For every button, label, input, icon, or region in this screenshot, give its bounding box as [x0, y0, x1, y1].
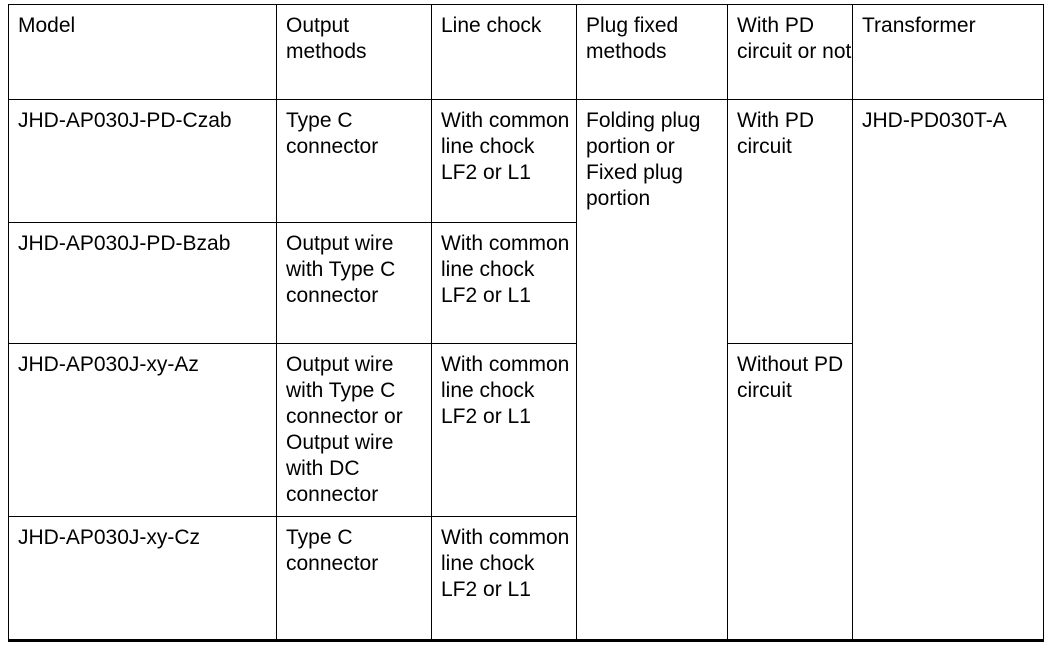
cell-transformer-merged: JHD-PD030T-A	[852, 99, 1044, 642]
cell-output-row4: Type C connector	[276, 516, 432, 642]
table-row: JHD-AP030J-xy-Az Output wire with Type C…	[8, 343, 1044, 642]
column-header-plug-fixed-methods: Plug fixed methods	[576, 4, 728, 100]
table-row: JHD-AP030J-xy-Cz Type C connector With c…	[8, 516, 1044, 642]
cell-line-chock-row2: With common line chock LF2 or L1	[431, 222, 577, 344]
column-header-model: Model	[8, 4, 277, 100]
cell-model-row4: JHD-AP030J-xy-Cz	[8, 516, 277, 642]
table-header-row: Model Output methods Line chock Plug fix…	[8, 4, 1044, 100]
cell-pd-circuit-without: Without PD circuit	[727, 343, 853, 642]
cell-line-chock-row3: With common line chock LF2 or L1	[431, 343, 577, 517]
cell-model-row2: JHD-AP030J-PD-Bzab	[8, 222, 277, 344]
column-header-line-chock: Line chock	[431, 4, 577, 100]
table-row: JHD-AP030J-PD-Bzab Output wire with Type…	[8, 222, 1044, 344]
cell-output-row1: Type C connector	[276, 99, 432, 223]
specification-table-container: Model Output methods Line chock Plug fix…	[8, 4, 1044, 642]
cell-model-row1: JHD-AP030J-PD-Czab	[8, 99, 277, 223]
column-header-transformer: Transformer	[852, 4, 1044, 100]
column-header-pd-circuit: With PD circuit or not	[727, 4, 853, 100]
cell-output-row3: Output wire with Type C connector or Out…	[276, 343, 432, 517]
power-adapter-model-specification-table: Model Output methods Line chock Plug fix…	[8, 4, 1044, 642]
table-row: JHD-AP030J-PD-Czab Type C connector With…	[8, 99, 1044, 642]
cell-pd-circuit-with: With PD circuit	[727, 99, 853, 344]
cell-line-chock-row4: With common line chock LF2 or L1	[431, 516, 577, 642]
cell-line-chock-row1: With common line chock LF2 or L1	[431, 99, 577, 223]
cell-output-row2: Output wire with Type C connector	[276, 222, 432, 344]
column-header-output-methods: Output methods	[276, 4, 432, 100]
cell-model-row3: JHD-AP030J-xy-Az	[8, 343, 277, 517]
cell-plug-fixed-methods-merged: Folding plug portion or Fixed plug porti…	[576, 99, 728, 642]
